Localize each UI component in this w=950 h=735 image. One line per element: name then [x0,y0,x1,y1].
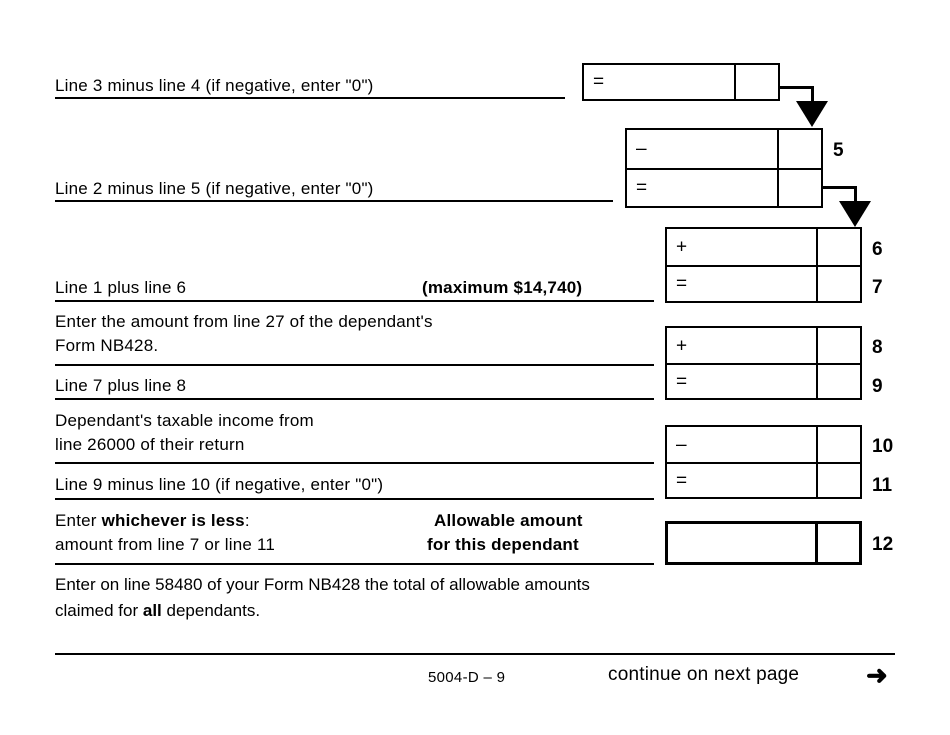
amount-dollars-field[interactable]: + [667,328,816,363]
amount-box-line8[interactable]: + [667,328,860,363]
amount-cents-field[interactable] [777,130,821,168]
amount-box-line11[interactable]: = [667,462,860,497]
line-number-11: 11 [872,475,893,496]
amount-cents-field[interactable] [816,464,860,497]
label-line12-emphasis: whichever is less [101,511,245,530]
arrowhead-down-icon [796,101,828,127]
amount-cents-field[interactable] [734,65,778,99]
closing-paragraph-line1: Enter on line 58480 of your Form NB428 t… [55,575,590,594]
line-number-8: 8 [872,337,883,358]
rule-line12 [55,563,654,565]
rule-line3-minus-line4 [55,97,565,99]
closing-emphasis: all [142,601,162,620]
rule-line2-minus-line5 [55,200,613,202]
label-maximum-amount: (maximum $14,740) [422,278,583,297]
label-line1-plus-line6: Line 1 plus line 6 [55,278,187,297]
operator-equals: = [676,470,688,491]
amount-dollars-field[interactable]: – [627,130,777,168]
label-line2-minus-line5: Line 2 minus line 5 (if negative, enter … [55,179,374,198]
amount-cents-field[interactable] [816,229,860,265]
amount-box-line9[interactable]: = [667,363,860,398]
connector-arrow-to-line6 [823,186,875,230]
callout-allowable-amount-part2: for this dependant [427,535,579,554]
amount-box-line6[interactable]: + [667,229,860,265]
amount-cents-field[interactable] [816,328,860,363]
rule-line1-plus-line6 [55,300,654,302]
callout-allowable-amount-part1: Allowable amount [434,511,583,530]
arrowhead-down-icon [839,201,871,227]
closing-paragraph-line2: claimed for all dependants. [55,598,260,623]
line-number-5: 5 [833,140,844,161]
amount-cents-field[interactable] [816,427,860,462]
amount-box-line7[interactable]: = [667,265,860,301]
footer-divider [55,653,895,655]
rule-line7-plus-line8 [55,398,654,400]
form-code-label: 5004-D – 9 [428,669,506,686]
rule-line8 [55,364,654,366]
amount-dollars-field[interactable]: = [667,464,816,497]
amount-box-line3-minus-line4[interactable]: = [582,63,780,101]
label-line10-part2: line 26000 of their return [55,435,245,454]
amount-stack-line8-line9[interactable]: + = [665,326,862,400]
operator-plus: + [676,335,688,356]
connector-arrow-to-line5 [780,86,832,128]
closing-prefix: claimed for [55,601,143,620]
amount-cents-field[interactable] [815,524,859,562]
operator-equals: = [593,71,605,93]
amount-box-line12[interactable] [665,521,862,565]
label-line12-part1: Enter whichever is less: [55,509,250,532]
rule-line10 [55,462,654,464]
amount-cents-field[interactable] [777,170,821,206]
continue-next-page-label: continue on next page [608,664,800,685]
rule-line9-minus-line10 [55,498,654,500]
amount-dollars-field[interactable]: = [667,365,816,398]
operator-minus: – [636,138,647,160]
label-line10-part1: Dependant's taxable income from [55,411,314,430]
line-number-7: 7 [872,277,883,298]
line-number-12: 12 [872,534,894,555]
label-line8-part2: Form NB428. [55,336,159,355]
amount-box-line10[interactable]: – [667,427,860,462]
amount-stack-line6-line7[interactable]: + = [665,227,862,303]
operator-minus: – [676,434,687,455]
amount-dollars-field[interactable]: – [667,427,816,462]
arrow-right-icon: ➜ [866,660,888,690]
line-number-9: 9 [872,376,883,397]
closing-suffix: dependants. [161,601,261,620]
amount-cents-field[interactable] [816,267,860,301]
amount-cents-field[interactable] [816,365,860,398]
operator-equals: = [676,273,688,295]
label-line12-part2: amount from line 7 or line 11 [55,535,275,554]
amount-box-line2-minus-line5[interactable]: = [627,168,821,206]
label-line12-suffix: : [244,511,250,530]
line-number-10: 10 [872,436,894,457]
amount-dollars-field[interactable]: = [667,267,816,301]
amount-dollars-field[interactable] [668,524,815,562]
line-number-6: 6 [872,239,883,260]
label-line9-minus-line10: Line 9 minus line 10 (if negative, enter… [55,475,384,494]
amount-stack-line5[interactable]: – = [625,128,823,208]
operator-equals: = [636,177,648,199]
amount-dollars-field[interactable]: + [667,229,816,265]
operator-plus: + [676,236,688,258]
label-line7-plus-line8: Line 7 plus line 8 [55,376,187,395]
amount-stack-line10-line11[interactable]: – = [665,425,862,499]
amount-dollars-field[interactable]: = [627,170,777,206]
label-line12-prefix: Enter [55,511,102,530]
label-line8-part1: Enter the amount from line 27 of the dep… [55,312,433,331]
operator-equals: = [676,371,688,392]
amount-box-line5[interactable]: – [627,130,821,168]
amount-dollars-field[interactable]: = [584,65,734,99]
label-line3-minus-line4: Line 3 minus line 4 (if negative, enter … [55,76,374,95]
